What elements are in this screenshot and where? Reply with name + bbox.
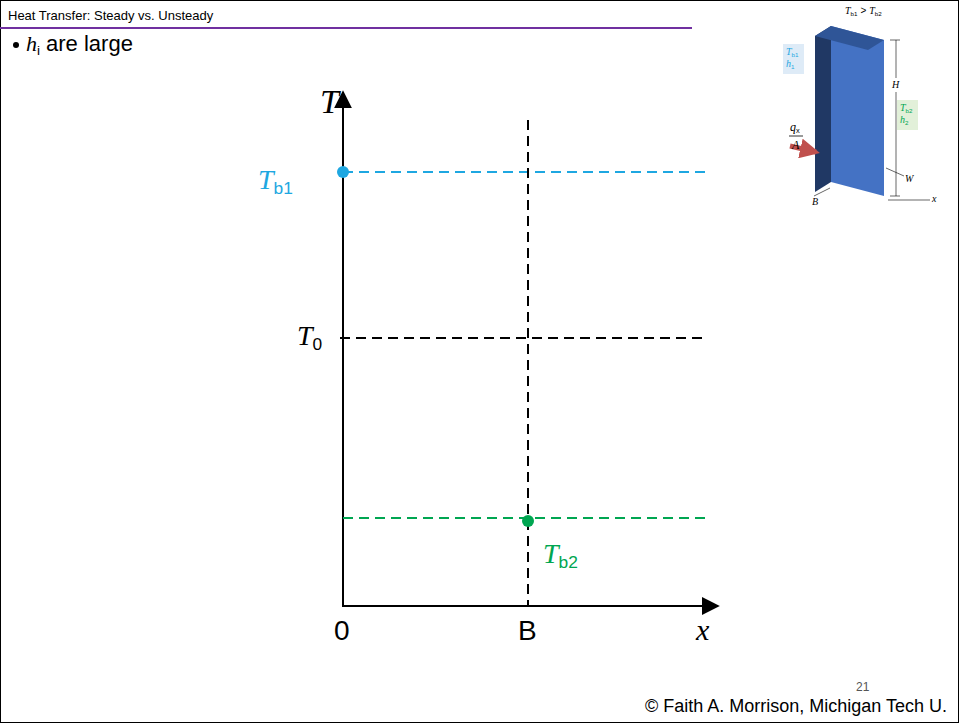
label: q xyxy=(790,120,796,134)
label-group: Tb1>Tb2 xyxy=(845,6,882,17)
subscript: i xyxy=(37,43,40,58)
label-group: © Faith A. Morrison, Michigan Tech U. xyxy=(645,697,947,715)
subscript: 2 xyxy=(905,119,908,126)
label: 21 xyxy=(856,680,869,694)
label: T xyxy=(320,83,339,120)
slab-face xyxy=(831,26,884,196)
label: T xyxy=(258,164,274,195)
label: A xyxy=(792,138,799,152)
label: B xyxy=(812,196,818,207)
label-group: Tb2 xyxy=(543,540,578,572)
label: T xyxy=(543,538,559,569)
label-group: W xyxy=(905,174,913,184)
slab-top xyxy=(815,26,884,50)
dimension-line xyxy=(896,40,897,78)
subscript: b2 xyxy=(906,107,913,114)
label-group: A xyxy=(792,139,799,151)
x-direction-line xyxy=(888,200,930,201)
fluid-box: Tb1h1 xyxy=(783,44,804,74)
label: T xyxy=(297,320,313,351)
label: > xyxy=(860,5,866,16)
x-axis xyxy=(342,605,718,607)
label: H xyxy=(892,79,899,90)
label: T xyxy=(845,5,851,16)
label: W xyxy=(905,173,913,184)
bulk-temp-1-line xyxy=(343,171,708,173)
symbol: h xyxy=(786,58,791,69)
box-line: h2 xyxy=(900,114,915,126)
bullet xyxy=(13,42,19,48)
box-line: Tb2 xyxy=(900,102,915,114)
box-line: h1 xyxy=(786,58,801,70)
label-group: T xyxy=(320,84,339,119)
label: T xyxy=(869,5,875,16)
initial-temp-line xyxy=(340,337,708,339)
slab-edge xyxy=(815,26,831,192)
dimension-line xyxy=(886,168,904,176)
label: h xyxy=(26,31,37,56)
subscript: b1 xyxy=(792,51,799,58)
label-group: 0 xyxy=(334,617,350,645)
label-group: 21 xyxy=(856,681,869,693)
subscript: x xyxy=(796,126,800,135)
dimension-tick xyxy=(890,40,900,41)
label: x xyxy=(932,193,936,204)
subscript: b1 xyxy=(274,178,293,198)
label: 0 xyxy=(334,615,350,646)
label: © Faith A. Morrison, Michigan Tech U. xyxy=(645,696,947,716)
label-group: x xyxy=(932,194,936,204)
label-group: T0 xyxy=(297,322,322,354)
label-group: B xyxy=(518,617,537,645)
slide-title: Heat Transfer: Steady vs. Unsteady xyxy=(8,8,213,23)
label-group: B xyxy=(812,197,818,207)
fraction-bar xyxy=(789,136,803,137)
wall-line xyxy=(527,120,529,605)
symbol: T xyxy=(786,46,792,57)
bulk-temp-2-dot xyxy=(522,515,534,527)
symbol: T xyxy=(900,102,906,113)
dimension-line xyxy=(814,188,830,196)
subscript: b1 xyxy=(851,10,858,17)
dimension-tick xyxy=(890,196,900,197)
subscript: 1 xyxy=(791,63,794,70)
subscript: b2 xyxy=(559,552,578,572)
subscript: 0 xyxy=(313,334,323,354)
label-group: Tb1 xyxy=(258,166,293,198)
box-line: Tb1 xyxy=(786,46,801,58)
bulk-temp-1-dot xyxy=(337,166,349,178)
label: are large xyxy=(46,31,133,56)
subscript: b2 xyxy=(875,10,882,17)
label: B xyxy=(518,615,537,646)
title-rule xyxy=(0,27,692,29)
label: x xyxy=(696,613,709,646)
label-group: H xyxy=(892,80,899,90)
label-group: hi are large xyxy=(26,33,133,58)
fluid-box: Tb2h2 xyxy=(897,100,918,130)
label-group: qx xyxy=(790,121,800,135)
symbol: h xyxy=(900,114,905,125)
label-group: x xyxy=(696,615,709,645)
